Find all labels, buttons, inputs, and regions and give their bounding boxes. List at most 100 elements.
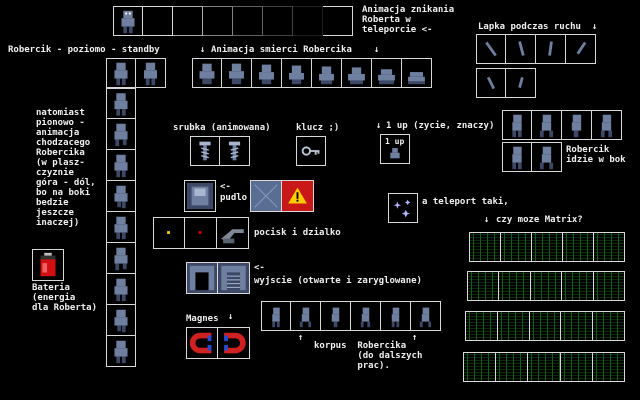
robot-sprite xyxy=(106,150,136,181)
robot-sprite xyxy=(532,142,562,172)
robot-sprite xyxy=(402,58,432,88)
robot-vanish-frame xyxy=(173,6,203,36)
label-teleport: a teleport taki, xyxy=(422,197,509,207)
robot-vanish-frame xyxy=(263,6,293,36)
robot-sprite xyxy=(136,58,166,88)
claw-sprite xyxy=(566,34,596,64)
label-pudlo: pudlo xyxy=(220,193,248,203)
robot-sprite xyxy=(192,58,222,88)
arrow-up-icon: ↑ xyxy=(298,333,304,343)
claw-sprite xyxy=(536,34,566,64)
robot-sprite xyxy=(106,212,136,243)
label-klucz: klucz ;) xyxy=(296,123,340,133)
arrow-up-icon: ↑ xyxy=(412,333,418,343)
walk-vertical-strip xyxy=(106,88,136,367)
label-srubka: srubka (animowana) xyxy=(173,123,271,133)
pudlo-arrow: <- xyxy=(220,182,231,192)
crate-tile xyxy=(184,180,216,212)
death-strip xyxy=(192,58,432,88)
side-walk-strip-2 xyxy=(502,142,562,172)
one-up-item: 1 up xyxy=(380,134,410,164)
robot-vanish-frame xyxy=(293,6,323,36)
label-smierc: Animacja smierci Robercika xyxy=(211,45,352,55)
label-pocisk: pocisk i dzialko xyxy=(254,228,341,238)
teleport-vanish-strip xyxy=(113,6,353,36)
body-sprite xyxy=(381,301,411,331)
robot-sprite xyxy=(372,58,402,88)
label-idzie: Robercik idzie w bok xyxy=(566,145,626,165)
robot-vanish-frame xyxy=(323,6,353,36)
claw-sprite xyxy=(476,68,506,98)
crate-strip xyxy=(250,180,314,212)
cannon-sprite xyxy=(217,217,249,249)
label-lapka: Lapka podczas ruchu xyxy=(478,22,581,32)
robot-vanish-frame xyxy=(233,6,263,36)
label-bateria: Bateria (energia dla Roberta) xyxy=(32,283,98,313)
claw-sprite xyxy=(476,34,506,64)
crate-sprite xyxy=(250,180,282,212)
robot-sprite xyxy=(342,58,372,88)
label-matrix: czy moze Matrix? xyxy=(496,215,583,225)
body-sprite xyxy=(261,301,291,331)
magnet-sprite xyxy=(186,327,218,359)
robot-sprite xyxy=(502,142,532,172)
robot-sprite xyxy=(106,305,136,336)
label-magnes: Magnes xyxy=(186,314,219,324)
body-sprite xyxy=(291,301,321,331)
robot-sprite xyxy=(562,110,592,140)
robot-sprite xyxy=(106,58,136,88)
robot-sprite xyxy=(502,110,532,140)
label-znikanie: Animacja znikania Roberta w teleporcie <… xyxy=(362,5,455,35)
teleport-tile xyxy=(388,193,418,223)
body-sprite xyxy=(321,301,351,331)
magnet-strip xyxy=(186,327,250,359)
claw-sprite xyxy=(506,68,536,98)
body-sprite xyxy=(411,301,441,331)
robot-sprite xyxy=(106,119,136,150)
exit-locked-sprite xyxy=(218,262,250,294)
standby-strip xyxy=(106,58,166,88)
arrow-down-icon: ↓ xyxy=(592,22,598,32)
label-oneup: 1 up (zycie, znaczy) xyxy=(386,121,495,131)
robot-sprite xyxy=(222,58,252,88)
robot-vanish-frame xyxy=(143,6,173,36)
bullet-red-sprite xyxy=(185,217,217,249)
claw-sprite xyxy=(506,34,536,64)
robot-sprite xyxy=(106,336,136,367)
label-korpus: korpus Robercika (do dalszych prac). xyxy=(314,341,423,371)
side-walk-strip xyxy=(502,110,622,140)
robot-sprite xyxy=(106,88,136,119)
label-standby: Robercik - poziomo - standby xyxy=(8,45,160,55)
warning-crate-sprite xyxy=(282,180,314,212)
label-pionowo: natomiast pionowo - animacja chodzacego … xyxy=(36,108,96,228)
matrix-strip-2 xyxy=(467,271,625,301)
body-strip xyxy=(261,301,441,331)
exit-strip xyxy=(186,262,250,294)
robot-sprite xyxy=(106,243,136,274)
arrow-down-icon: ↓ xyxy=(484,215,490,225)
robot-sprite xyxy=(113,6,143,36)
arrow-down-icon: ↓ xyxy=(374,45,380,55)
magnet-sprite xyxy=(218,327,250,359)
battery-item xyxy=(32,249,64,281)
robot-sprite xyxy=(282,58,312,88)
screw-sprite xyxy=(190,136,220,166)
screw-strip xyxy=(190,136,250,166)
arrow-down-icon: ↓ xyxy=(228,312,234,322)
robot-vanish-frame xyxy=(203,6,233,36)
one-up-text: 1 up xyxy=(385,137,405,146)
robot-sprite xyxy=(106,181,136,212)
body-sprite xyxy=(351,301,381,331)
robot-sprite xyxy=(252,58,282,88)
arrow-down-icon: ↓ xyxy=(376,121,382,131)
lapka-strip-2 xyxy=(476,68,536,98)
robot-sprite xyxy=(312,58,342,88)
matrix-strip-1 xyxy=(469,232,625,262)
robot-sprite xyxy=(532,110,562,140)
label-wyjscie: wyjscie (otwarte i zaryglowane) xyxy=(254,276,422,286)
robot-sprite xyxy=(106,274,136,305)
bullet-yellow-sprite xyxy=(153,217,185,249)
arrow-down-icon: ↓ xyxy=(200,45,206,55)
bullet-cannon-strip xyxy=(153,217,249,249)
key-item xyxy=(296,136,326,166)
